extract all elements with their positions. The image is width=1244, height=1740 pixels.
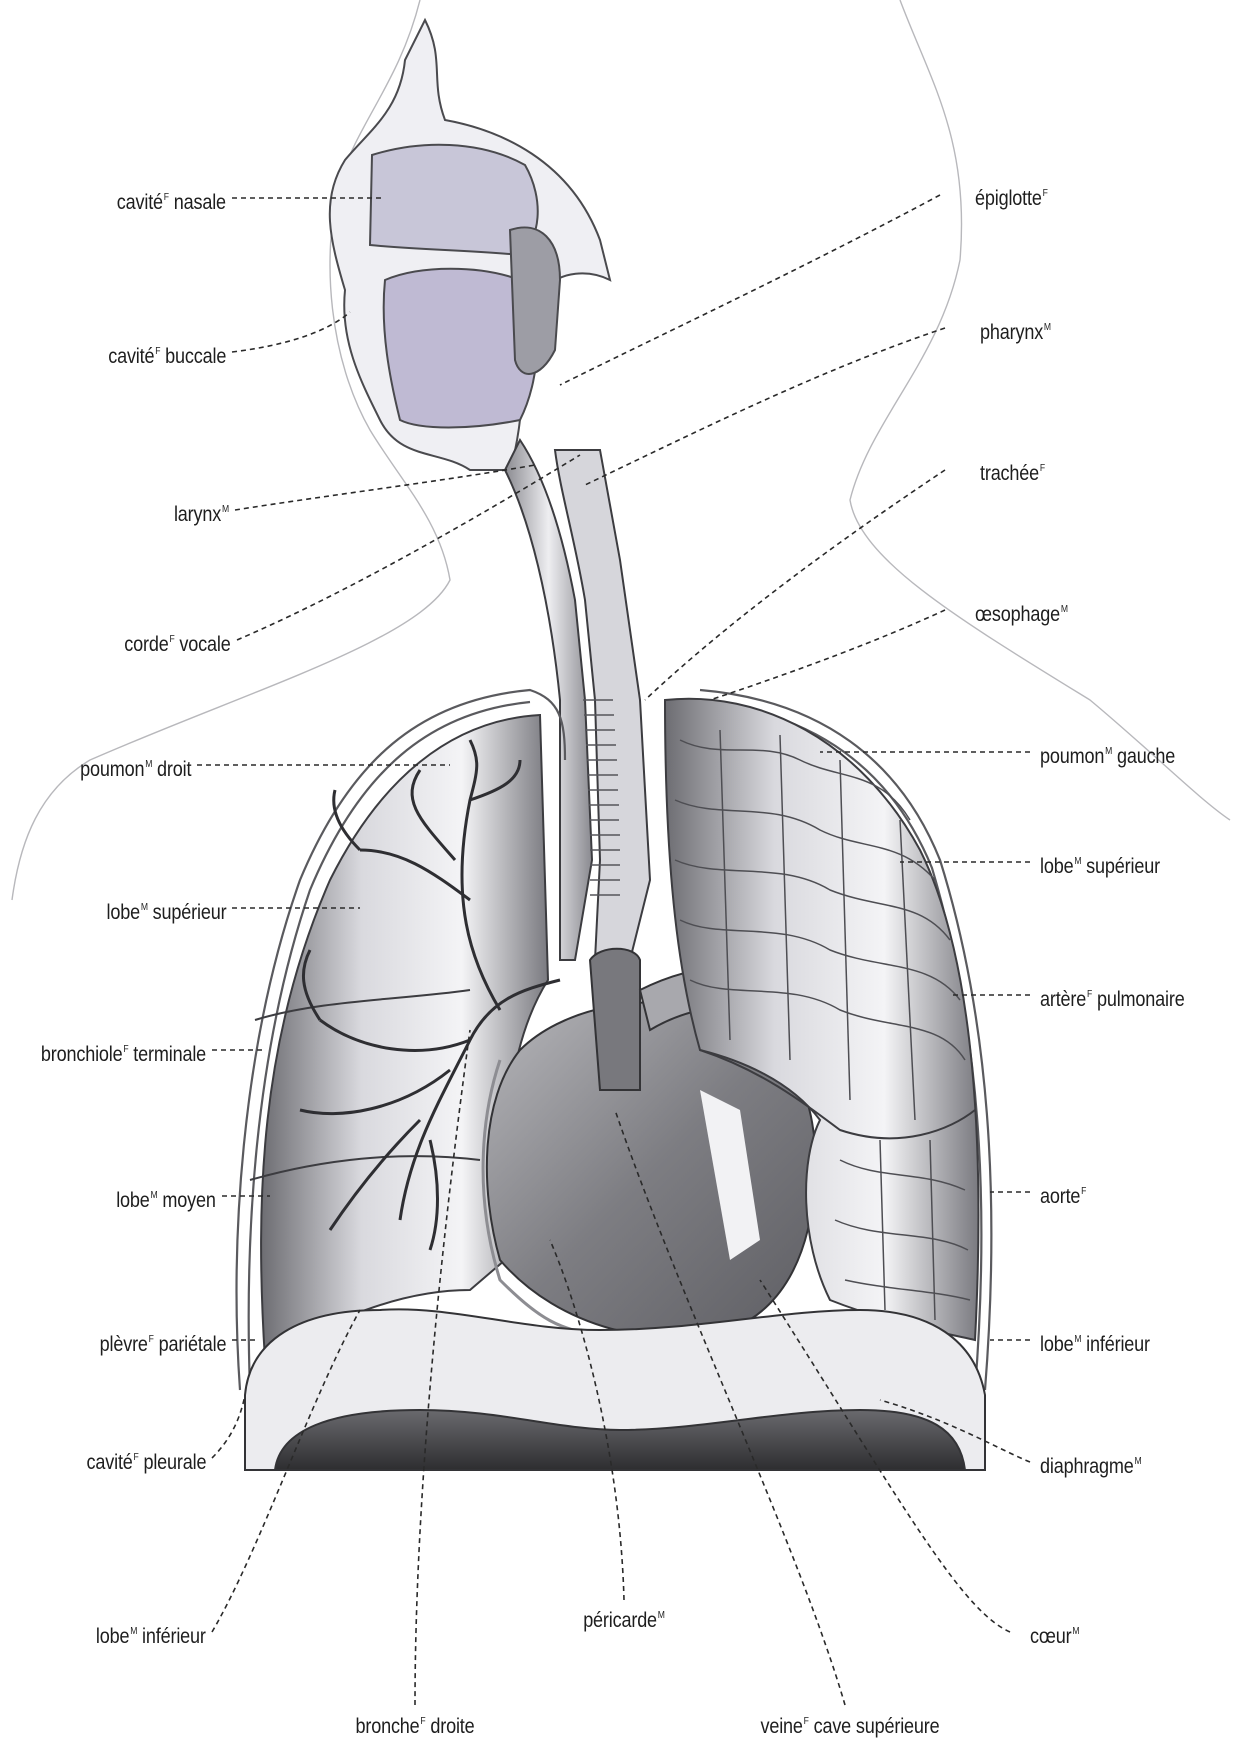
label-pericarde: péricardeM xyxy=(538,1604,710,1633)
label-trachee: trachéeF xyxy=(980,457,1045,486)
label-larynx: larynxM xyxy=(174,498,229,527)
label-epiglotte: épiglotteF xyxy=(975,182,1048,211)
label-coeur: cœurM xyxy=(1030,1620,1079,1649)
label-lobe-superieur-left: lobeM supérieur xyxy=(106,896,226,925)
label-lobe-inferieur-left: lobeM inférieur xyxy=(96,1620,206,1649)
diaphragm xyxy=(245,1309,985,1470)
label-poumon-gauche: poumonM gauche xyxy=(1040,740,1175,769)
label-bronche-droite: broncheF droite xyxy=(316,1710,514,1739)
label-bronchiole-terminale: bronchioleF terminale xyxy=(41,1038,206,1067)
label-diaphragme: diaphragmeM xyxy=(1040,1450,1142,1479)
label-aorte: aorteF xyxy=(1040,1180,1086,1209)
label-cavite-nasale: cavitéF nasale xyxy=(117,186,226,215)
label-pharynx: pharynxM xyxy=(980,316,1051,345)
label-veine-cave-superieure: veineF cave supérieure xyxy=(721,1710,979,1739)
label-lobe-moyen: lobeM moyen xyxy=(116,1184,216,1213)
label-poumon-droit: poumonM droit xyxy=(80,753,191,782)
label-cavite-pleurale: cavitéF pleurale xyxy=(86,1446,206,1475)
label-artere-pulmonaire: artèreF pulmonaire xyxy=(1040,983,1185,1012)
label-lobe-inferieur-right: lobeM inférieur xyxy=(1040,1328,1150,1357)
label-cavite-buccale: cavitéF buccale xyxy=(108,340,226,369)
label-plevre-parietale: plèvreF pariétale xyxy=(99,1328,226,1357)
label-oesophage: œsophageM xyxy=(975,598,1068,627)
head-section xyxy=(330,20,610,470)
label-corde-vocale: cordeF vocale xyxy=(125,628,231,657)
label-lobe-superieur-right: lobeM supérieur xyxy=(1040,850,1160,879)
